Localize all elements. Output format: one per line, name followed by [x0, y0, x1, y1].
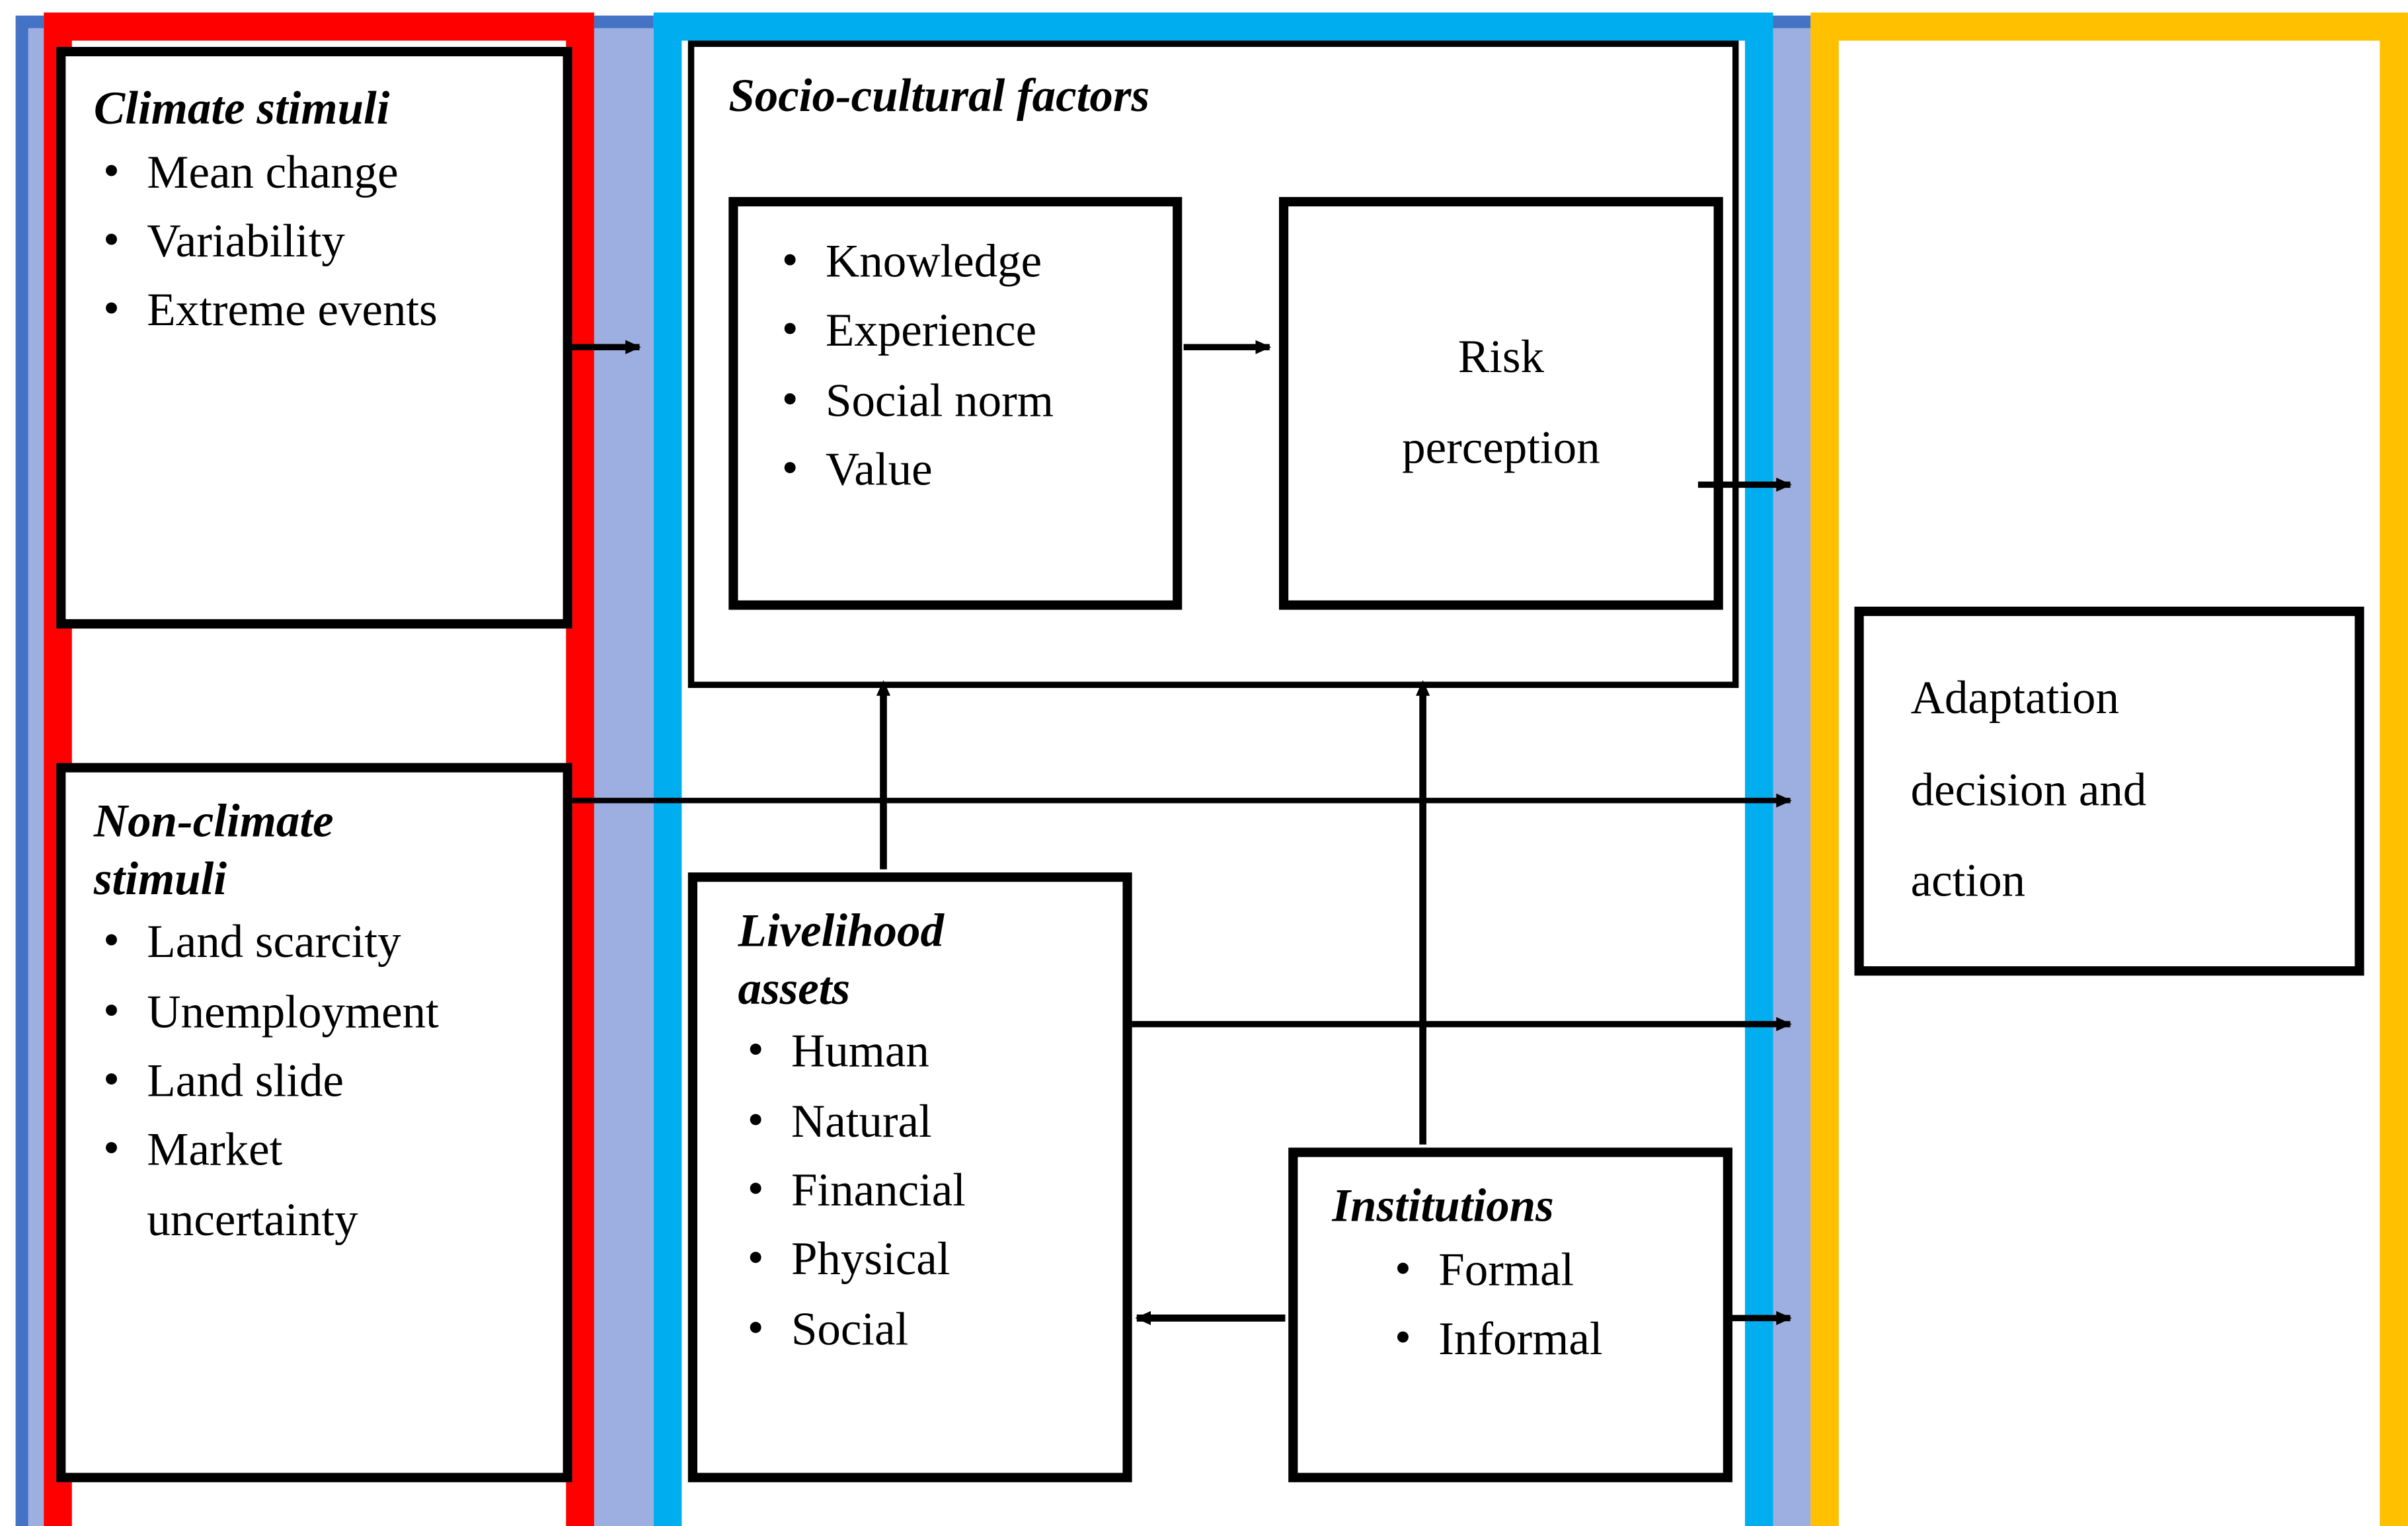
- adaptation-line3: action: [1910, 855, 2026, 907]
- list-item: Informal: [1385, 1304, 1723, 1375]
- institutions-title: Institutions: [1332, 1180, 1554, 1233]
- list-item: Formal: [1385, 1235, 1723, 1305]
- risk-perception-box[interactable]: Risk perception: [1278, 197, 1723, 610]
- non-climate-stimuli-title-line2: stimuli: [93, 853, 227, 905]
- socio-cultural-factors-title: Socio-cultural factors: [728, 70, 1150, 122]
- non-climate-stimuli-list: Land scarcity Unemployment Land slide Ma…: [94, 907, 541, 1256]
- adaptation-line2: decision and: [1910, 764, 2147, 816]
- risk-perception-line1: Risk: [1457, 330, 1544, 383]
- list-item: Physical: [738, 1225, 1123, 1296]
- livelihood-assets-title: Livelihood assets: [738, 903, 1123, 1018]
- list-item: Value: [773, 435, 1173, 506]
- knowledge-box[interactable]: Knowledge Experience Social norm Value: [728, 197, 1183, 610]
- risk-perception-label: Risk perception: [1288, 206, 1713, 600]
- adaptation-decision-label: Adaptation decision and action: [1864, 616, 2355, 966]
- list-item: Knowledge: [773, 227, 1173, 297]
- list-item: Extreme events: [94, 276, 541, 347]
- non-climate-stimuli-title-line1: Non-climate: [93, 796, 334, 848]
- list-item: Market uncertainty: [94, 1116, 541, 1256]
- livelihood-assets-title-line1: Livelihood: [738, 905, 944, 957]
- livelihood-assets-title-line2: assets: [738, 962, 851, 1014]
- non-climate-stimuli-title: Non-climate stimuli: [94, 794, 541, 909]
- adaptation-decision-box[interactable]: Adaptation decision and action: [1854, 606, 2364, 976]
- climate-stimuli-title: Climate stimuli: [93, 83, 390, 135]
- climate-stimuli-box[interactable]: Climate stimuli Mean change Variability …: [56, 46, 572, 629]
- list-item: Social norm: [773, 365, 1173, 436]
- list-item: Human: [738, 1016, 1123, 1088]
- list-item: Experience: [773, 296, 1173, 367]
- institutions-list: Formal Informal: [1332, 1235, 1723, 1375]
- list-item: Variability: [94, 206, 541, 278]
- livelihood-assets-list: Human Natural Financial Physical Social: [738, 1016, 1123, 1365]
- list-item: Financial: [738, 1155, 1123, 1227]
- list-item: Natural: [738, 1086, 1123, 1157]
- list-item: Mean change: [94, 137, 541, 208]
- non-climate-stimuli-box[interactable]: Non-climate stimuli Land scarcity Unempl…: [56, 763, 572, 1482]
- list-item: Land slide: [94, 1046, 541, 1117]
- list-item: Land scarcity: [94, 907, 541, 978]
- livelihood-assets-box[interactable]: Livelihood assets Human Natural Financia…: [687, 872, 1132, 1482]
- list-item: Social: [738, 1294, 1123, 1365]
- climate-stimuli-list: Mean change Variability Extreme events: [94, 137, 541, 347]
- institutions-box[interactable]: Institutions Formal Informal: [1288, 1147, 1732, 1482]
- adaptation-line1: Adaptation: [1910, 672, 2119, 724]
- knowledge-list: Knowledge Experience Social norm Value: [773, 227, 1173, 506]
- risk-perception-line2: perception: [1402, 422, 1600, 474]
- list-item: Unemployment: [94, 977, 541, 1048]
